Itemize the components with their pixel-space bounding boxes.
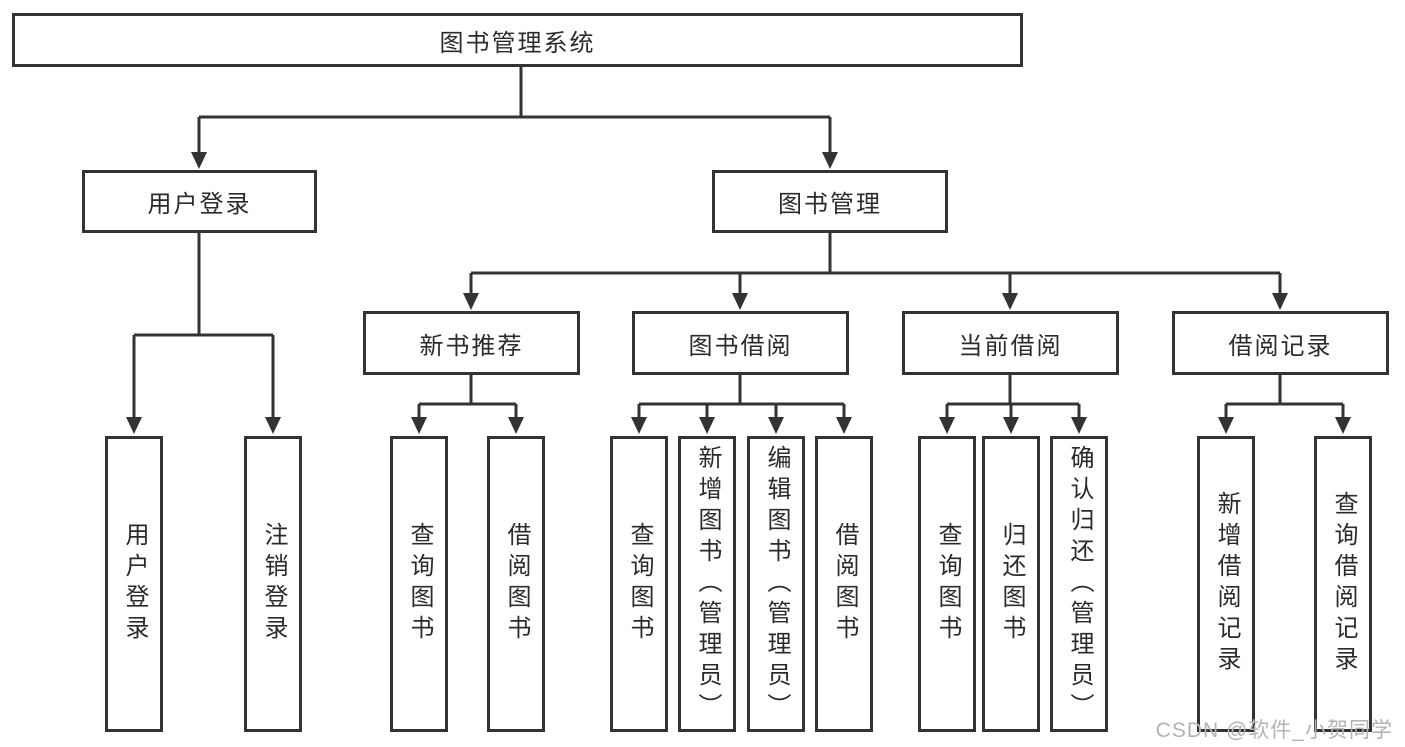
leaf-edit-books-admin: 编辑图书（管理员） <box>747 436 805 732</box>
leaf-query-books-recommend-label: 查询图书 <box>406 522 433 646</box>
node-book-management-label: 图书管理 <box>778 191 882 218</box>
leaf-query-books-current: 查询图书 <box>918 436 976 732</box>
leaf-borrow-books-recommend: 借阅图书 <box>487 436 545 732</box>
leaf-user-login-label: 用户登录 <box>121 522 148 646</box>
leaf-borrow-books-label: 借阅图书 <box>831 522 858 646</box>
leaf-logout-label: 注销登录 <box>260 522 287 646</box>
node-root-label: 图书管理系统 <box>439 29 596 57</box>
leaf-query-books-borrow-label: 查询图书 <box>626 522 653 646</box>
node-root: 图书管理系统 <box>12 13 1023 67</box>
leaf-borrow-books-recommend-label: 借阅图书 <box>503 522 530 646</box>
leaf-query-books-borrow: 查询图书 <box>610 436 668 732</box>
node-new-book-recommend-label: 新书推荐 <box>419 332 524 360</box>
csdn-watermark: CSDN @软件_小贺同学 <box>1155 719 1393 742</box>
leaf-add-books-admin: 新增图书（管理员） <box>678 436 736 732</box>
node-borrow-records: 借阅记录 <box>1172 311 1389 375</box>
node-book-borrow-label: 图书借阅 <box>688 332 793 360</box>
leaf-confirm-return-admin-label: 确认归还（管理员） <box>1066 444 1093 724</box>
node-borrow-records-label: 借阅记录 <box>1228 332 1333 360</box>
leaf-query-books-current-label: 查询图书 <box>934 522 961 646</box>
node-current-borrow-label: 当前借阅 <box>958 332 1063 360</box>
node-book-management: 图书管理 <box>712 170 948 233</box>
node-user-login-label: 用户登录 <box>147 191 252 218</box>
leaf-return-books-label: 归还图书 <box>998 522 1025 646</box>
leaf-confirm-return-admin: 确认归还（管理员） <box>1050 436 1108 732</box>
leaf-query-borrow-record: 查询借阅记录 <box>1314 436 1372 732</box>
leaf-add-books-admin-label: 新增图书（管理员） <box>694 444 721 724</box>
leaf-query-borrow-record-label: 查询借阅记录 <box>1330 491 1357 677</box>
leaf-logout: 注销登录 <box>244 436 302 732</box>
leaf-edit-books-admin-label: 编辑图书（管理员） <box>763 444 790 724</box>
leaf-query-books-recommend: 查询图书 <box>390 436 448 732</box>
node-book-borrow: 图书借阅 <box>632 311 849 375</box>
leaf-return-books: 归还图书 <box>982 436 1040 732</box>
node-user-login: 用户登录 <box>82 170 317 233</box>
node-current-borrow: 当前借阅 <box>902 311 1119 375</box>
leaf-add-borrow-record: 新增借阅记录 <box>1197 436 1255 732</box>
leaf-borrow-books: 借阅图书 <box>815 436 873 732</box>
node-new-book-recommend: 新书推荐 <box>363 311 580 375</box>
leaf-user-login: 用户登录 <box>105 436 163 732</box>
leaf-add-borrow-record-label: 新增借阅记录 <box>1213 491 1240 677</box>
